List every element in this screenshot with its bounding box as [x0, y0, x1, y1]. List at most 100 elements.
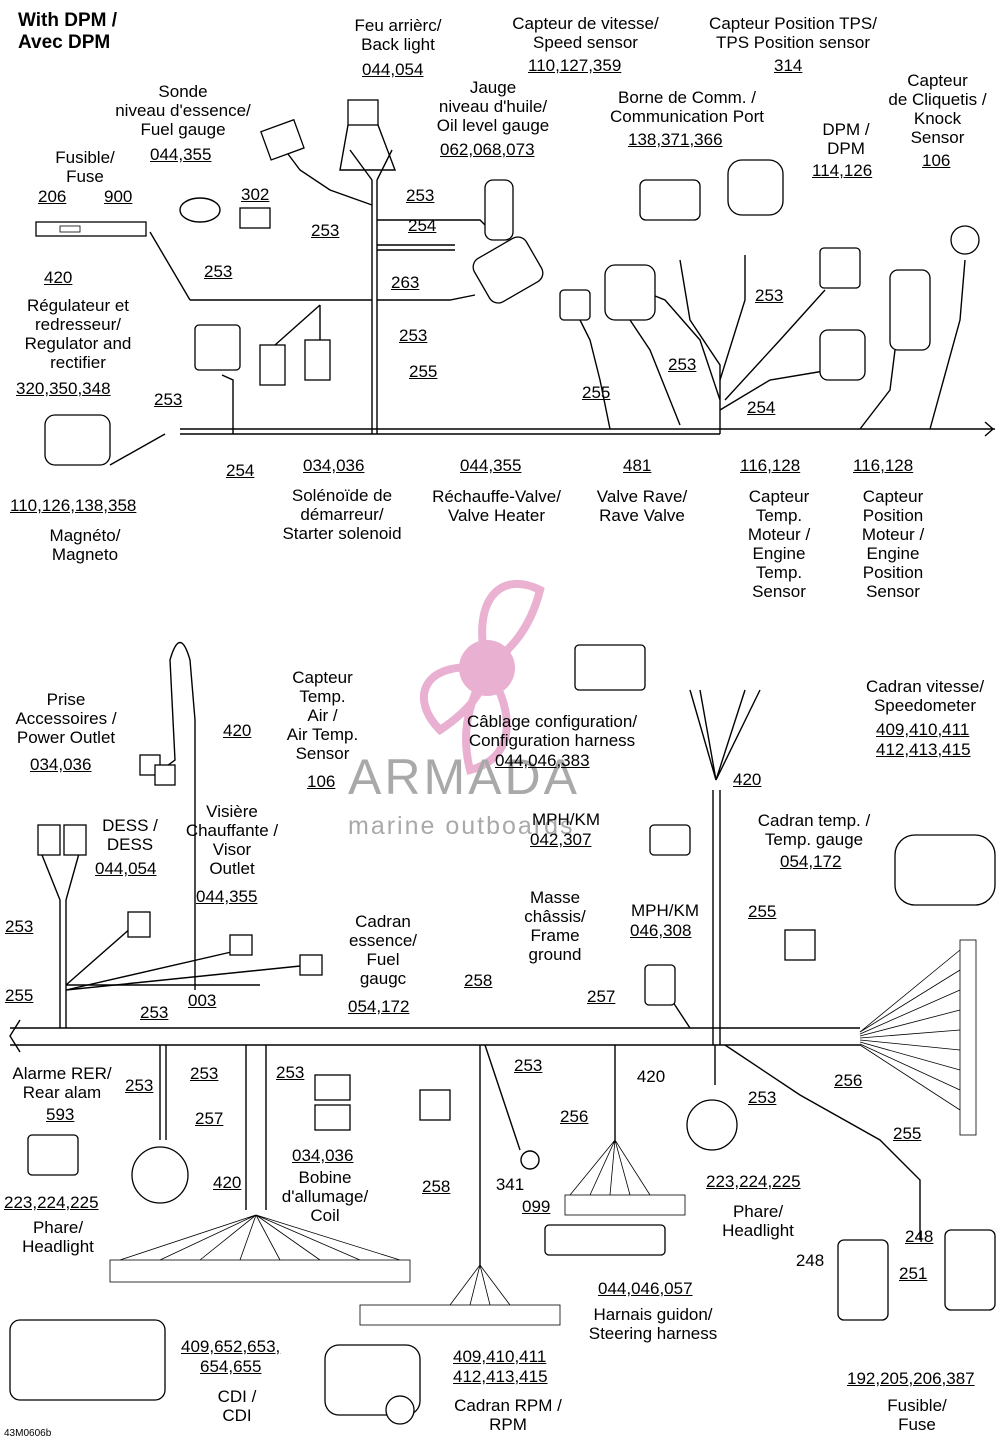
mph-km-2-number: 046,308 — [630, 921, 692, 940]
fuse-box-label: Fusible/ Fuse — [887, 1396, 947, 1434]
back-light-number: 044,054 — [362, 60, 424, 79]
comm-port-number: 138,371,366 — [628, 130, 723, 149]
watermark-tagline: marine outboards — [348, 812, 575, 840]
mph-km-2-label: MPH/KM — [631, 901, 699, 920]
temp-gauge-number: 054,172 — [780, 852, 842, 871]
wire-255-a-bottom: 255 — [748, 902, 777, 921]
valve-heater-number: 044,355 — [460, 456, 522, 475]
engine-position-sensor-number: 116,128 — [853, 456, 914, 475]
wire-253-e: 253 — [154, 390, 183, 409]
rpm-number-2: 412,413,415 — [453, 1367, 548, 1386]
visor-outlet-number: 044,355 — [196, 887, 258, 906]
config-harness-number: 044,046,383 — [495, 751, 590, 770]
wire-253-c: 253 — [204, 262, 233, 281]
wire-253-e-bottom: 253 — [276, 1063, 305, 1082]
regulator-number: 320,350,348 — [16, 379, 111, 398]
connector-302-number: 302 — [241, 185, 270, 204]
rave-valve-number: 481 — [623, 456, 652, 475]
rear-headlight-number: 223,224,225 — [4, 1193, 99, 1212]
air-temp-sensor-label: Capteur Temp. Air / Air Temp. Sensor — [286, 668, 359, 763]
coil-label: Bobine d'allumage/ Coil — [281, 1168, 369, 1225]
fuse-number-420: 420 — [44, 268, 73, 287]
connector-099: 099 — [522, 1197, 551, 1216]
fuel-gauge-label: Cadran essence/ Fuel gaugc — [348, 912, 418, 988]
starter-solenoid-number: 034,036 — [303, 456, 365, 475]
fuse-label: Fusible/ Fuse — [55, 148, 115, 186]
fuel-gauge-sender-number: 044,355 — [150, 145, 212, 164]
fuse-number-900: 900 — [104, 187, 133, 206]
coil-number: 034,036 — [292, 1146, 354, 1165]
watermark-brand: ARMADA — [348, 749, 580, 805]
wire-253-a-bottom: 253 — [5, 917, 34, 936]
oil-level-gauge-label: Jauge niveau d'huile/ Oil level gauge — [436, 78, 550, 135]
speedometer-label: Cadran vitesse/ Speedometer — [865, 677, 985, 715]
tps-sensor-number: 314 — [774, 56, 803, 75]
front-headlight-label: Phare/ Headlight — [722, 1202, 794, 1240]
rave-valve-label: Valve Rave/ Rave Valve — [596, 487, 688, 525]
connector-420-b: 420 — [733, 770, 762, 789]
rear-alarm-number: 593 — [46, 1105, 75, 1124]
rpm-number-1: 409,410,411 — [453, 1347, 547, 1366]
fuse-box-number: 192,205,206,387 — [847, 1369, 975, 1388]
cdi-number-1: 409,652,653, — [181, 1337, 281, 1356]
visor-outlet-label: Visière Chauffante / Visor Outlet — [185, 802, 279, 878]
wire-256-b: 256 — [560, 1107, 589, 1126]
wire-253-a: 253 — [406, 186, 435, 205]
engine-temp-sensor-label: Capteur Temp. Moteur / Engine Temp. Sens… — [747, 487, 811, 601]
figure-code: 43M0606b — [4, 1428, 52, 1439]
fuel-gauge-number: 054,172 — [348, 997, 410, 1016]
bottom-connectors — [9, 644, 996, 1425]
connector-420-d: 420 — [213, 1173, 242, 1192]
knock-sensor-number: 106 — [922, 151, 951, 170]
wire-255-b-bottom: 255 — [5, 986, 34, 1005]
wire-255-b: 255 — [582, 383, 611, 402]
cdi-number-2: 654,655 — [200, 1357, 262, 1376]
regulator-label: Régulateur et redresseur/ Regulator and … — [24, 296, 132, 372]
wire-258-b: 258 — [422, 1177, 451, 1196]
power-outlet-label: Prise Accessoires / Power Outlet — [15, 690, 117, 747]
cdi-label: CDI / CDI — [217, 1387, 257, 1425]
fuse-248-a: 248 — [795, 1251, 825, 1270]
fuel-gauge-sender-label: Sonde niveau d'essence/ Fuel gauge — [115, 82, 251, 139]
rear-headlight-label: Phare/ Headlight — [22, 1218, 94, 1256]
wire-253-f-bottom: 253 — [514, 1056, 543, 1075]
dess-label: DESS / DESS — [102, 816, 158, 854]
fuse-248-b: 248 — [905, 1227, 934, 1246]
front-headlight-number: 223,224,225 — [706, 1172, 801, 1191]
wire-254-c: 254 — [747, 398, 776, 417]
speedometer-number-1: 409,410,411 — [876, 720, 970, 739]
wire-258-a: 258 — [464, 971, 493, 990]
wire-253-f: 253 — [668, 355, 697, 374]
wire-255-c-bottom: 255 — [893, 1124, 922, 1143]
comm-port-label: Borne de Comm. / Communication Port — [609, 88, 764, 126]
wire-254-a: 254 — [408, 216, 437, 235]
mph-km-1-number: 042,307 — [530, 830, 592, 849]
wire-253-c-bottom: 253 — [190, 1064, 219, 1083]
rear-alarm-label: Alarme RER/ Rear alam — [12, 1064, 112, 1102]
config-harness-label: Câblage configuration/ Configuration har… — [466, 712, 638, 750]
wire-003: 003 — [188, 991, 217, 1010]
connector-420-c: 420 — [636, 1067, 666, 1086]
magneto-number: 110,126,138,358 — [10, 496, 137, 515]
steering-harness-number: 044,046,057 — [598, 1279, 693, 1298]
wire-263: 263 — [391, 273, 420, 292]
wire-257-a: 257 — [587, 987, 616, 1006]
steering-harness-label: Harnais guidon/ Steering harness — [588, 1305, 718, 1343]
temp-gauge-label: Cadran temp. / Temp. gauge — [757, 811, 871, 849]
dpm-label: DPM / DPM — [822, 120, 870, 158]
dpm-number: 114,126 — [812, 161, 873, 180]
rpm-label: Cadran RPM / RPM — [454, 1396, 562, 1434]
fuse-251: 251 — [899, 1264, 928, 1283]
engine-position-sensor-label: Capteur Position Moteur / Engine Positio… — [861, 487, 925, 601]
valve-heater-label: Réchauffe-Valve/ Valve Heater — [432, 487, 561, 525]
wire-253-b: 253 — [311, 221, 340, 240]
air-temp-sensor-number: 106 — [307, 772, 336, 791]
dess-number: 044,054 — [95, 859, 157, 878]
speed-sensor-number: 110,127,359 — [528, 56, 622, 75]
bottom-main-harness — [9, 641, 961, 1306]
top-connectors — [35, 99, 980, 466]
engine-temp-sensor-number: 116,128 — [740, 456, 801, 475]
wire-253-d: 253 — [399, 326, 428, 345]
magneto-label: Magnéto/ Magneto — [49, 526, 121, 564]
